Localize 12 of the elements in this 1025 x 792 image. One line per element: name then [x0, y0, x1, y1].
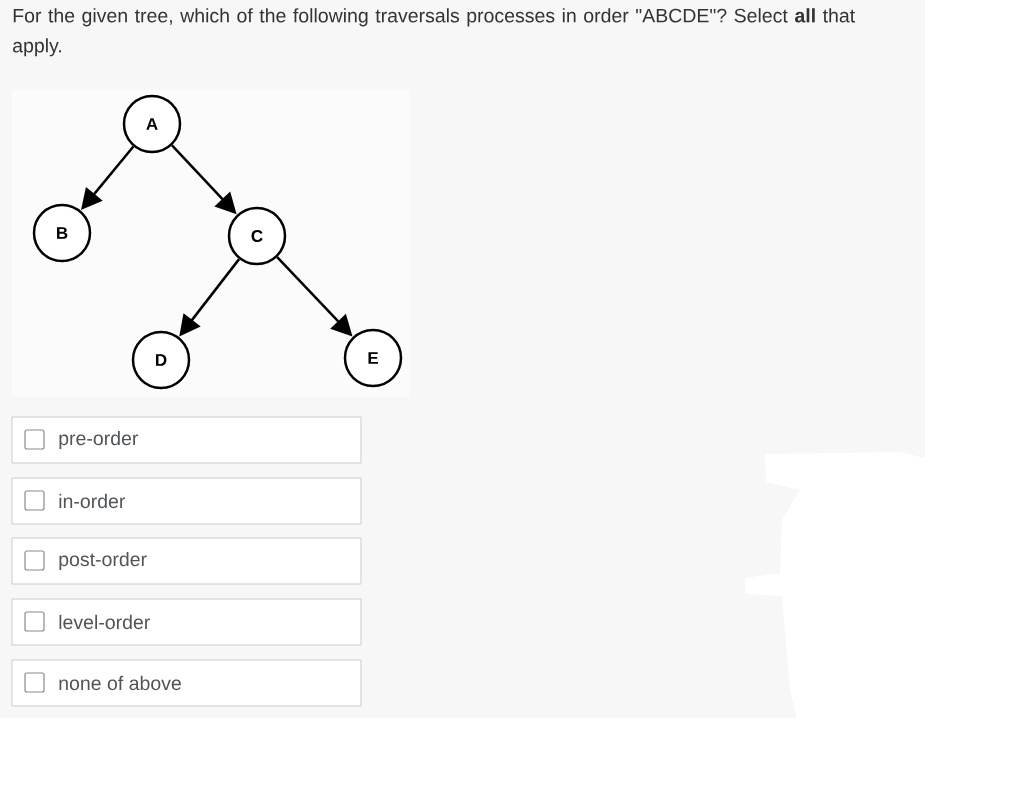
answer-option: in-order — [11, 477, 362, 525]
tree-node: C — [227, 206, 287, 266]
answer-option: post-order — [11, 537, 362, 585]
answer-option: pre-order — [11, 416, 362, 464]
tree-node: E — [343, 328, 403, 388]
answer-option: level-order — [11, 598, 362, 646]
arrow — [81, 145, 135, 210]
tree-node: A — [122, 94, 182, 154]
tree-node: B — [32, 203, 92, 263]
answer-option: none of above — [11, 659, 362, 707]
question-text: For the given tree, which of the following traversals processes in order "ABCDE"? Select all that apply. — [13, 8, 855, 57]
tree-node: D — [131, 330, 191, 390]
